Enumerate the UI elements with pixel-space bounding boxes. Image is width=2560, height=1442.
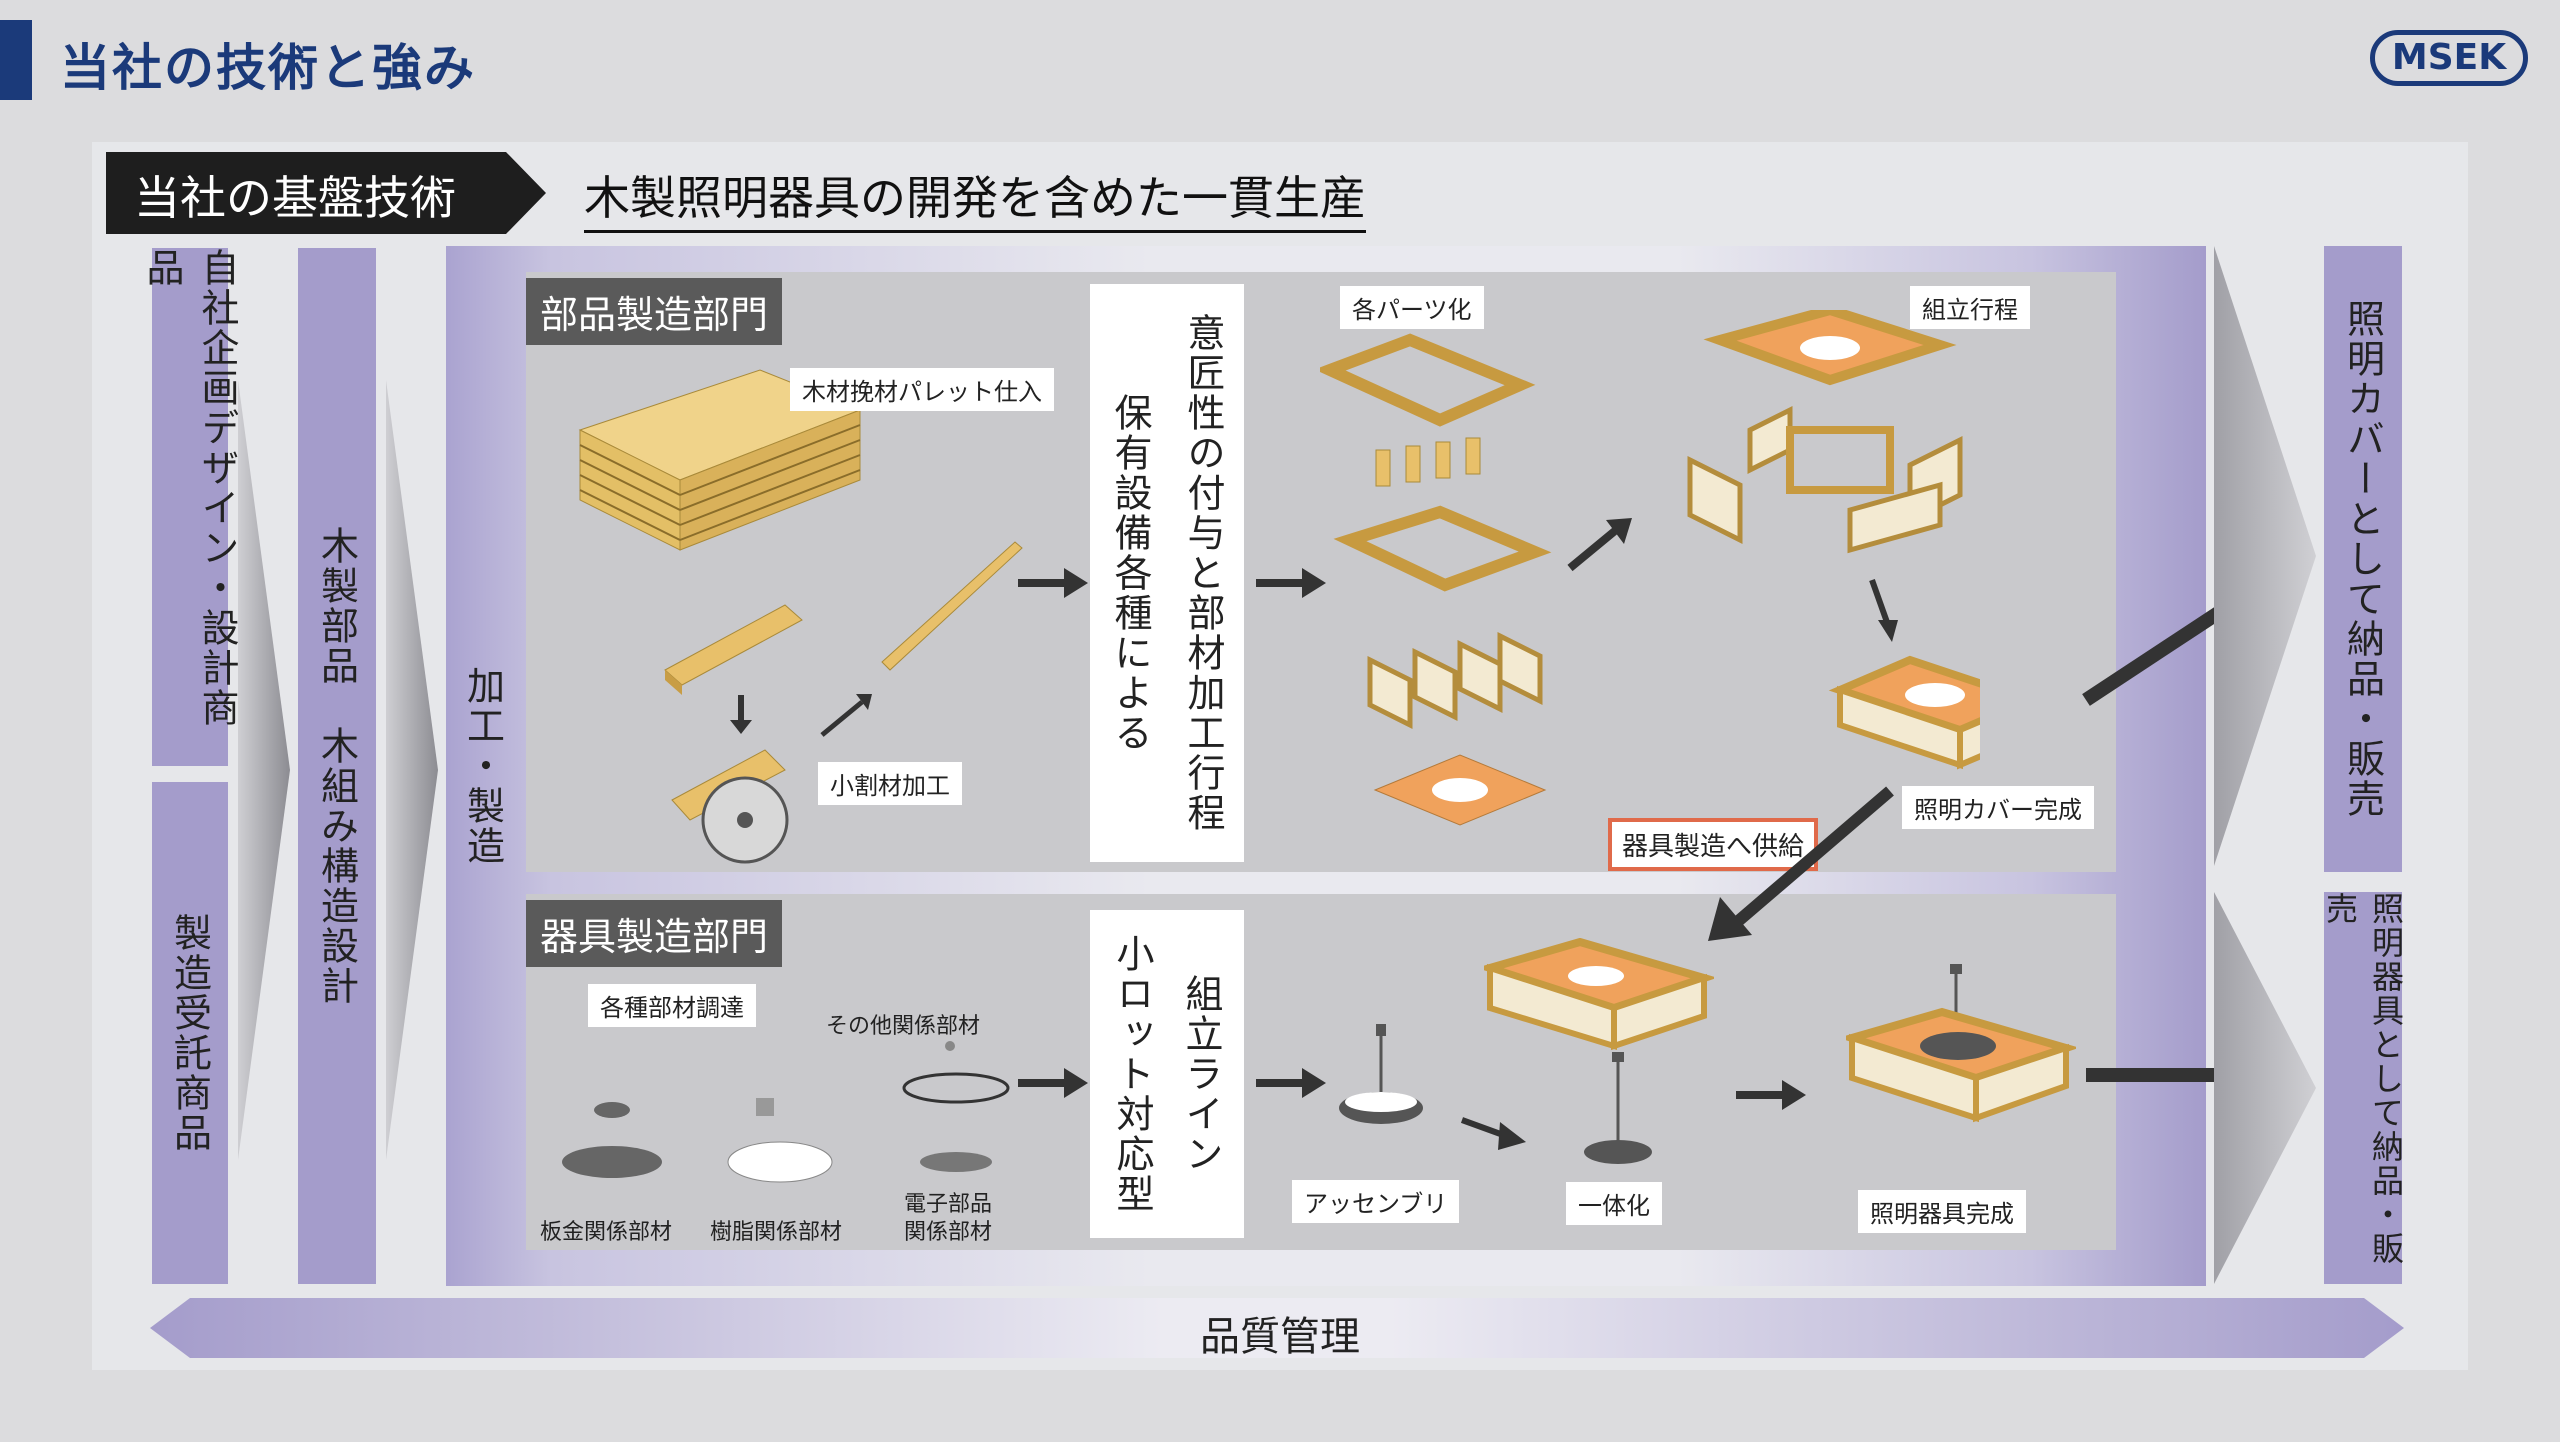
- label-fixture-done: 照明器具完成: [1858, 1190, 2026, 1233]
- metal-part-icon: [562, 1102, 662, 1178]
- fixture-section-title: 器具製造部門: [526, 900, 783, 967]
- arrow-right-down-icon: [1460, 1117, 1526, 1150]
- label-supply: 器具製造へ供給: [1608, 818, 1819, 871]
- arrow-down-icon: [730, 695, 752, 734]
- lamp-cover-icon: [1484, 938, 1714, 1051]
- output-fixture-label: 照明器具として納品・販売: [2321, 892, 2405, 1266]
- electronic-part-icon: [902, 1041, 1010, 1172]
- col-contract-label: 製造受託商品: [167, 913, 212, 1153]
- quality-label: 品質管理: [1200, 1314, 1360, 1360]
- arrow-right-icon: [1256, 1068, 1326, 1098]
- label-electronic-1: 電子部品: [903, 1192, 992, 1217]
- output-fixture: 照明器具として納品・販売: [2321, 892, 2405, 1284]
- resin-part-icon: [727, 1098, 833, 1183]
- chevron-arrow-1: [238, 380, 290, 1160]
- frame-icon: [1320, 333, 1536, 427]
- col-own-design-label: 自社企画デザイン・設計商品: [140, 248, 239, 728]
- arrow-down-icon: [1869, 578, 1891, 627]
- col-processing: 加工・製造: [446, 246, 520, 1286]
- quality-arrow: [150, 1298, 2404, 1358]
- wood-illustrations: [578, 369, 1023, 864]
- lattice-icon: [1687, 405, 1963, 554]
- process-col-a: 保有設備各種による: [1108, 393, 1152, 753]
- wood-plank-icon: [664, 604, 803, 686]
- process-col-b: 意匠性の付与と部材加工行程: [1181, 313, 1225, 833]
- label-assembly: 組立行程: [1910, 286, 2030, 329]
- col-own-design: 自社企画デザイン・設計商品: [140, 248, 239, 766]
- company-logo: MSEK: [2370, 30, 2528, 86]
- page-title: 当社の技術と強み: [60, 39, 476, 97]
- label-procure: 各種部材調達: [588, 984, 756, 1027]
- arrow-right-icon: [1736, 1080, 1806, 1110]
- line-col-b: 組立ライン: [1179, 974, 1223, 1174]
- arrow-diag-icon: [1567, 518, 1632, 572]
- label-integrate: 一体化: [1566, 1182, 1662, 1225]
- arrow-right-icon: [1256, 568, 1326, 598]
- materials-illustrations: [562, 1041, 1010, 1183]
- parts-section-title: 部品製造部門: [526, 278, 783, 345]
- frame-icon: [1333, 505, 1552, 592]
- output-cover-label: 照明カバーとして納品・販売: [2340, 299, 2385, 819]
- saw-icon: [671, 749, 789, 864]
- post-icon: [1375, 437, 1481, 487]
- label-cover-done: 照明カバー完成: [1902, 786, 2094, 829]
- col-processing-label: 加工・製造: [460, 666, 505, 866]
- title-accent-bar: [0, 20, 32, 100]
- banner-tag: 当社の基盤技術: [134, 171, 456, 225]
- label-other: その他関係部材: [826, 1014, 981, 1039]
- label-electronic-2: 関係部材: [903, 1220, 992, 1245]
- process-column: 保有設備各種による 意匠性の付与と部材加工行程: [1090, 284, 1244, 862]
- line-col-a: 小ロット対応型: [1110, 934, 1154, 1214]
- output-cover: 照明カバーとして納品・販売: [2324, 246, 2402, 872]
- col-contract: 製造受託商品: [152, 782, 228, 1284]
- arrow-diag-icon: [820, 700, 864, 737]
- lattice-icon: [1367, 631, 1543, 730]
- lamp-cover-icon: [1828, 655, 1980, 770]
- arrow-right-icon: [1018, 1068, 1088, 1098]
- assembly-line-column: 小ロット対応型 組立ライン: [1090, 910, 1244, 1238]
- banner-heading: 木製照明器具の開発を含めた一貫生産: [584, 162, 1366, 233]
- col-wood-design: 木製部品 木組み構造設計: [298, 248, 376, 1284]
- label-assembly-sub: アッセンブリ: [1292, 1180, 1460, 1223]
- label-small-cut: 小割材加工: [818, 762, 962, 805]
- pendant-assembly-icon: [1339, 1024, 1423, 1124]
- arrow-right-icon: [1018, 568, 1088, 598]
- parts-illustrations: [1320, 333, 1552, 826]
- finished-fixture-icon: [1846, 964, 2076, 1123]
- arrow-down-left-icon: [1708, 786, 1894, 941]
- wood-stick-icon: [881, 541, 1023, 671]
- banner-tag-shape: [106, 152, 546, 234]
- chevron-arrow-2: [386, 380, 438, 1160]
- pendant-icon: [1584, 1052, 1652, 1164]
- integrate-illustration: [1484, 938, 1714, 1164]
- col-wood-design-label: 木製部品 木組み構造設計: [314, 526, 359, 1006]
- chevron-arrow-right-top: [2214, 246, 2316, 866]
- label-pallet: 木材挽材パレット仕入: [790, 368, 1054, 411]
- label-metal: 板金関係部材: [540, 1220, 673, 1245]
- label-parts: 各パーツ化: [1340, 286, 1484, 329]
- chevron-arrow-right-bottom: [2214, 892, 2316, 1284]
- label-resin: 樹脂関係部材: [710, 1220, 843, 1245]
- assembly-illustrations: [1687, 310, 1980, 770]
